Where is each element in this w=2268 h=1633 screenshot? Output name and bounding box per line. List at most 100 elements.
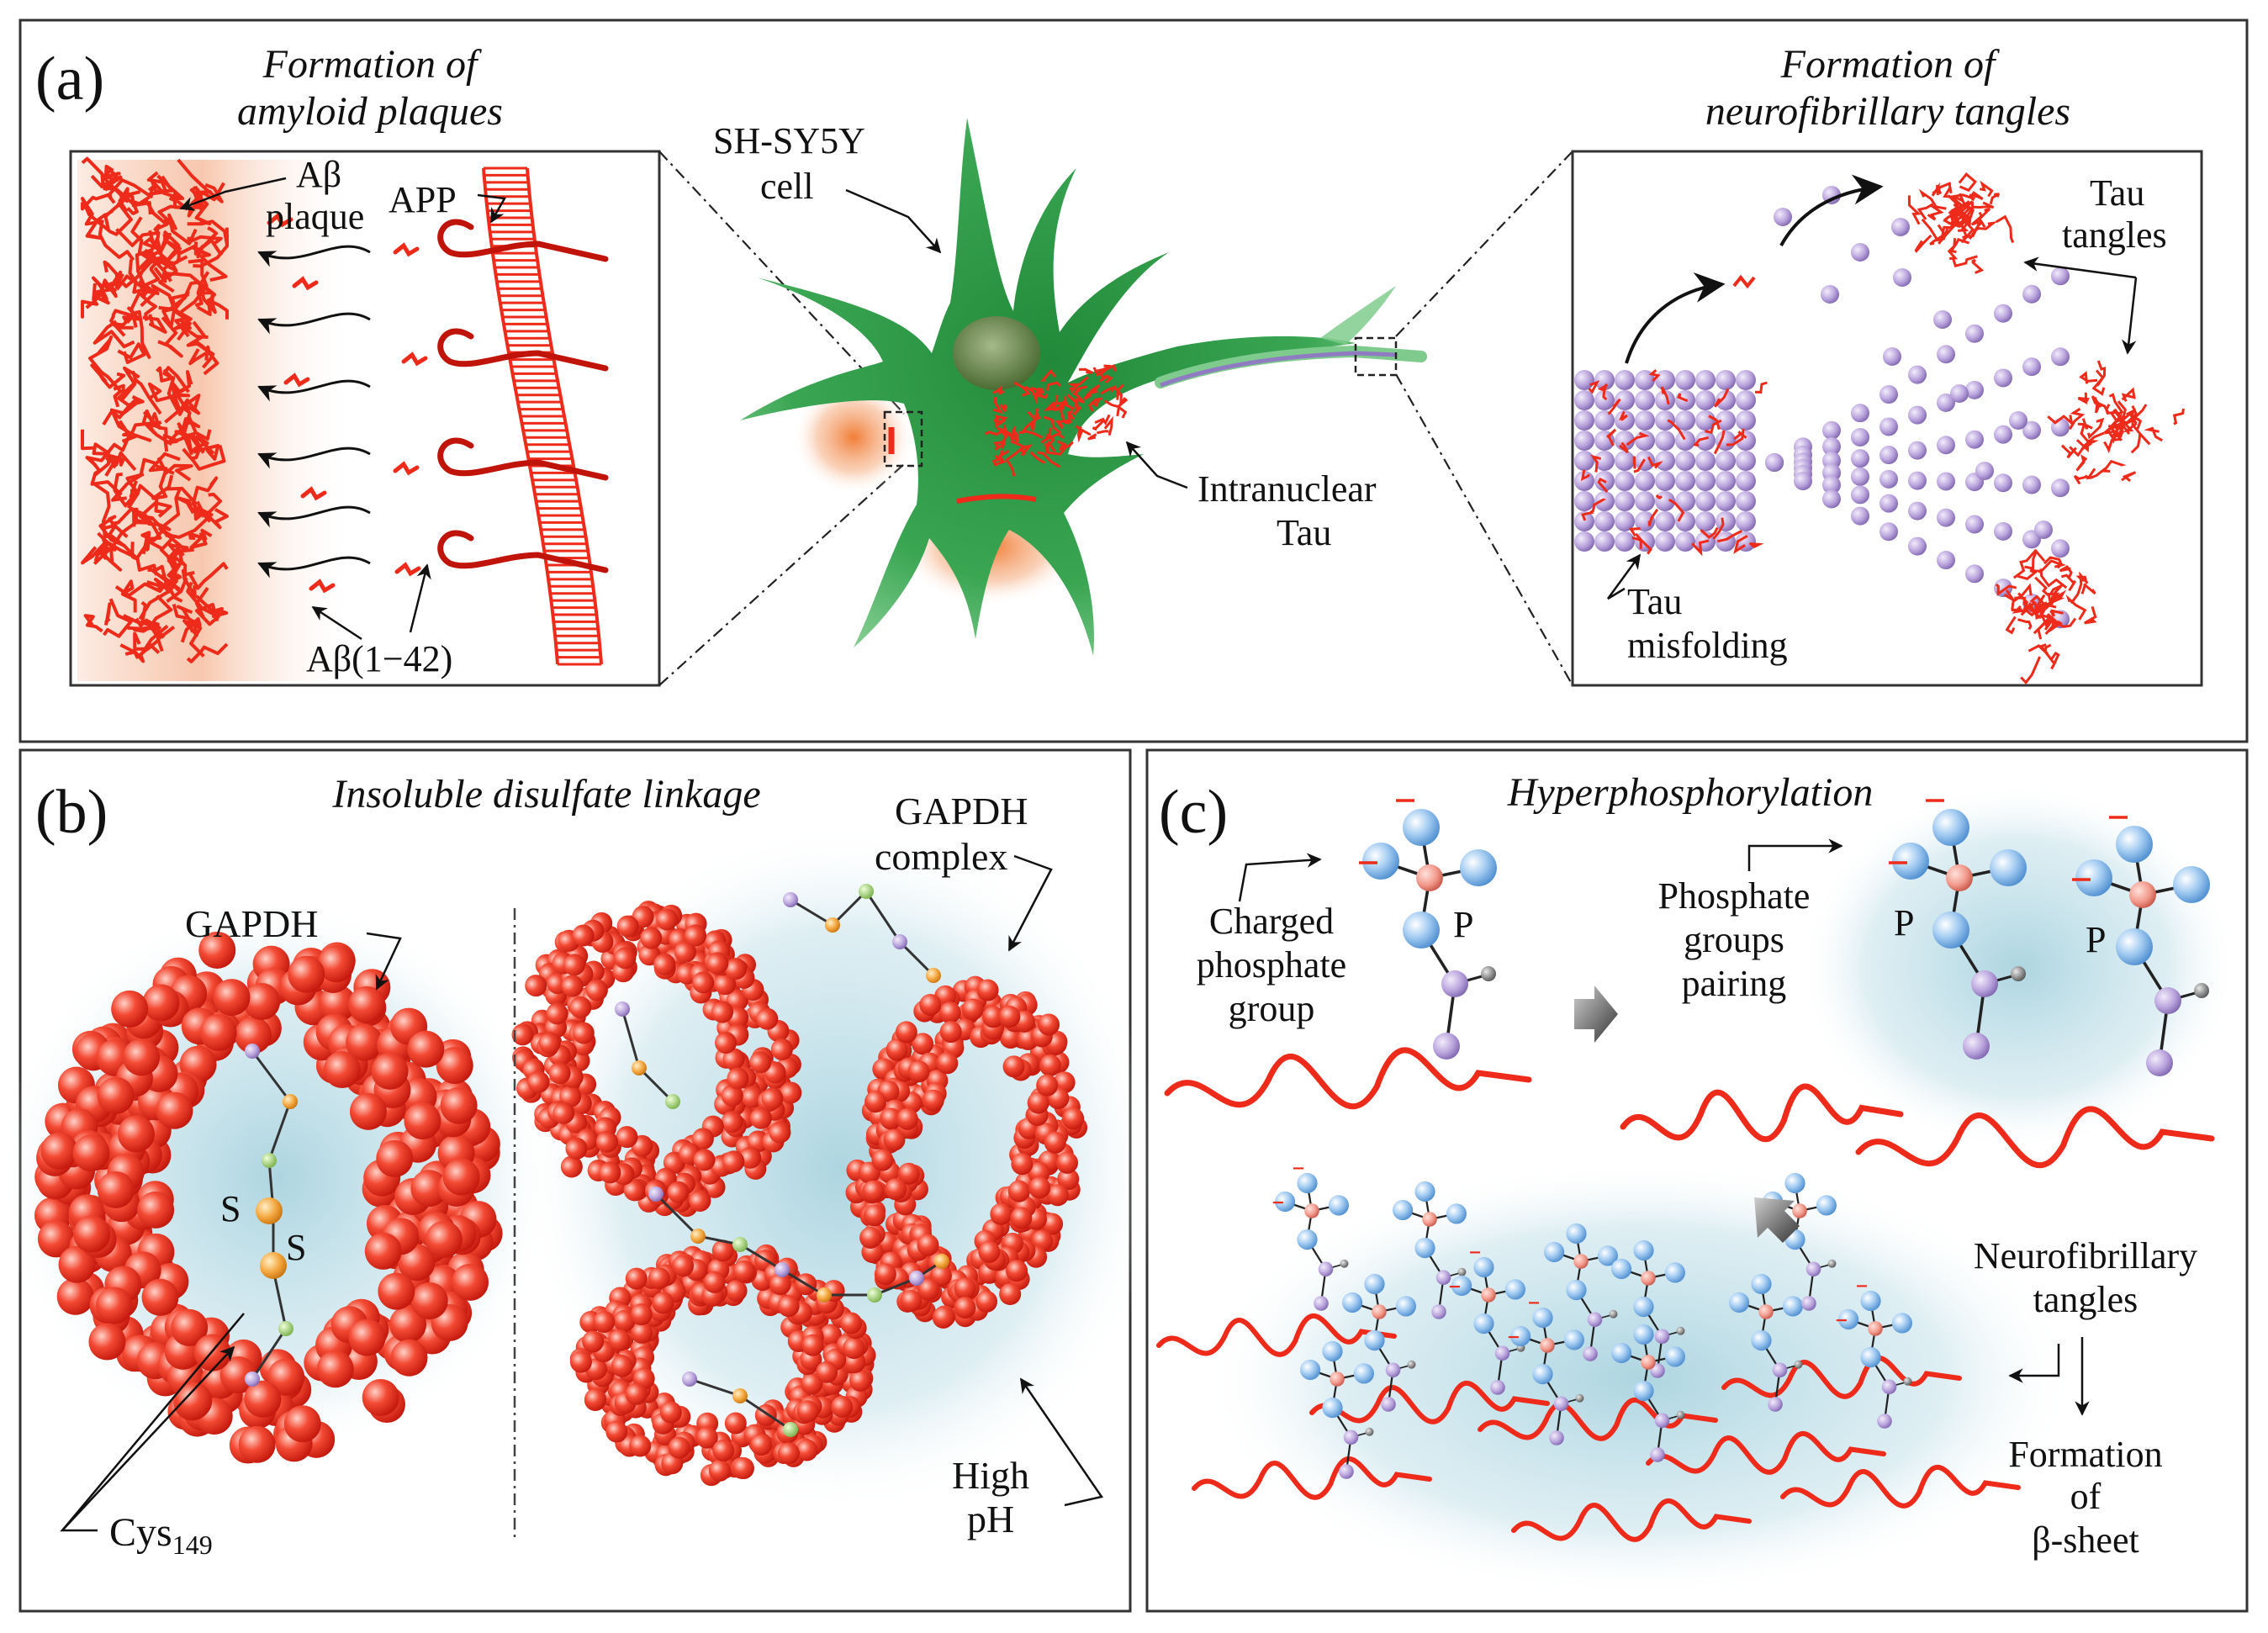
- oxygen-atom: [1932, 912, 1969, 949]
- gapdh-ring-icon: [34, 931, 503, 1464]
- tau-bead: [1950, 384, 1969, 403]
- tau-tangle: [2037, 617, 2054, 640]
- tau-tangle: [2101, 459, 2127, 473]
- misfolded-tau: [1607, 398, 1621, 415]
- plaques-title-line1: Formation of: [262, 42, 482, 87]
- plaque-fibril: [171, 381, 189, 416]
- tau-tangle: [2144, 426, 2163, 442]
- tau-tangle: [1980, 180, 1994, 198]
- tau-tangle: [2017, 569, 2041, 580]
- complex-halo: [521, 824, 1160, 1514]
- gapdh-subunit: [630, 1303, 653, 1326]
- gapdh-subunit: [725, 1280, 748, 1303]
- tubulin-bead: [1695, 370, 1716, 390]
- gapdh-subunit: [593, 1310, 616, 1333]
- plaque-fibril: [196, 299, 229, 320]
- plaque-fibril: [95, 367, 126, 389]
- linker-atom: [245, 1044, 260, 1059]
- oxygen-atom: [1597, 1245, 1618, 1266]
- app-strand: [437, 328, 609, 372]
- plaque-fibril: [117, 342, 146, 364]
- plaque-fibril: [161, 297, 185, 329]
- tubulin-bead: [1695, 431, 1716, 451]
- tubulin-bead: [1675, 451, 1695, 471]
- tau-tangle: [2121, 471, 2137, 483]
- gapdh-subunit: [975, 1290, 998, 1313]
- ab-release-arrow: [257, 556, 371, 579]
- gapdh-subunit: [348, 1319, 386, 1356]
- gapdh-subunit: [572, 924, 595, 947]
- tubulin-bead: [1675, 431, 1695, 451]
- tau-fibril: [1104, 398, 1129, 409]
- plaque-fibril: [182, 619, 205, 658]
- gapdh-subunit: [199, 1013, 237, 1051]
- tau-fibril: [1096, 364, 1112, 373]
- high-ph-label-line2: pH: [967, 1498, 1014, 1541]
- gapdh-subunit: [97, 1076, 135, 1114]
- tau-tangle: [2034, 576, 2053, 606]
- gapdh-subunit: [922, 1089, 944, 1112]
- tau-fibril: [1116, 383, 1125, 400]
- oxygen-atom: [1510, 1325, 1531, 1347]
- misfolded-tau: [1716, 529, 1743, 543]
- tau-bead: [1965, 430, 1984, 449]
- gapdh-subunit: [538, 1032, 561, 1054]
- plaque-fibril: [87, 457, 123, 496]
- phosphorus-atom: [1540, 1338, 1555, 1353]
- plaque-fibril: [188, 532, 208, 541]
- plaque-fibril: [190, 492, 223, 515]
- tau-bead: [1851, 427, 1869, 447]
- tau-tangle: [2060, 444, 2077, 459]
- tau-bead: [1851, 404, 1869, 423]
- beta-strand: [1646, 1431, 1886, 1475]
- plaque-fibril: [142, 230, 161, 253]
- ab-release-arrow: [257, 505, 371, 528]
- tau-tangle: [2069, 407, 2086, 431]
- gapdh-subunit: [1027, 1091, 1049, 1114]
- oxygen-atom: [1414, 1181, 1435, 1202]
- tau-misfolding-label-line2: misfolding: [1627, 625, 1788, 666]
- gapdh-subunit: [560, 1155, 583, 1178]
- ab-fragment: [393, 242, 420, 257]
- pairing-pointer: [1747, 838, 1843, 871]
- plaque-fibril: [141, 409, 162, 435]
- tau-fibril: [1103, 415, 1113, 436]
- gapdh-subunit: [864, 1091, 887, 1113]
- gapdh-subunit: [613, 1309, 636, 1332]
- ab-fragment: [309, 579, 336, 594]
- gapdh-subunit: [692, 971, 715, 994]
- gapdh-subunit: [442, 1158, 480, 1196]
- gapdh-subunit: [244, 1380, 282, 1418]
- carbon-atom: [1805, 1261, 1821, 1277]
- nft-label-line1: Neurofibrillary: [1974, 1235, 2197, 1276]
- ab-fragment: [283, 373, 310, 388]
- nft-pointer-2: [2008, 1344, 2060, 1383]
- gapdh-subunit: [656, 908, 679, 931]
- gapdh-subunit: [819, 1324, 842, 1346]
- tau-fibril: [1005, 452, 1017, 477]
- tau-tangle: [1956, 209, 1975, 244]
- gapdh-subunit: [599, 1161, 621, 1184]
- gapdh-subunit: [323, 1051, 361, 1089]
- tau-bead: [1994, 521, 2012, 541]
- tau-fibril: [1044, 440, 1056, 452]
- tubulin-bead: [1615, 410, 1635, 431]
- tau-bead: [2051, 347, 2070, 367]
- misfolded-tau: [1591, 498, 1606, 513]
- plaque-fibril: [120, 579, 137, 613]
- phosphorus-atom: [1372, 1304, 1387, 1319]
- tubulin-bead: [1655, 531, 1675, 552]
- gapdh-subunit: [548, 1062, 571, 1085]
- tau-tangle: [2081, 418, 2093, 430]
- tau-fibril: [1054, 396, 1067, 412]
- charged-label-line2: phosphate: [1197, 944, 1346, 986]
- linker-atom: [283, 1094, 298, 1109]
- tau-tangle: [2012, 548, 2038, 579]
- extracellular-plaque-left: [793, 380, 914, 494]
- tau-bead: [1908, 471, 1927, 490]
- gapdh-subunit: [1057, 1168, 1080, 1191]
- tau-fibril: [999, 404, 1008, 413]
- gapdh-subunit: [117, 1115, 155, 1153]
- linker-atom: [262, 1153, 277, 1168]
